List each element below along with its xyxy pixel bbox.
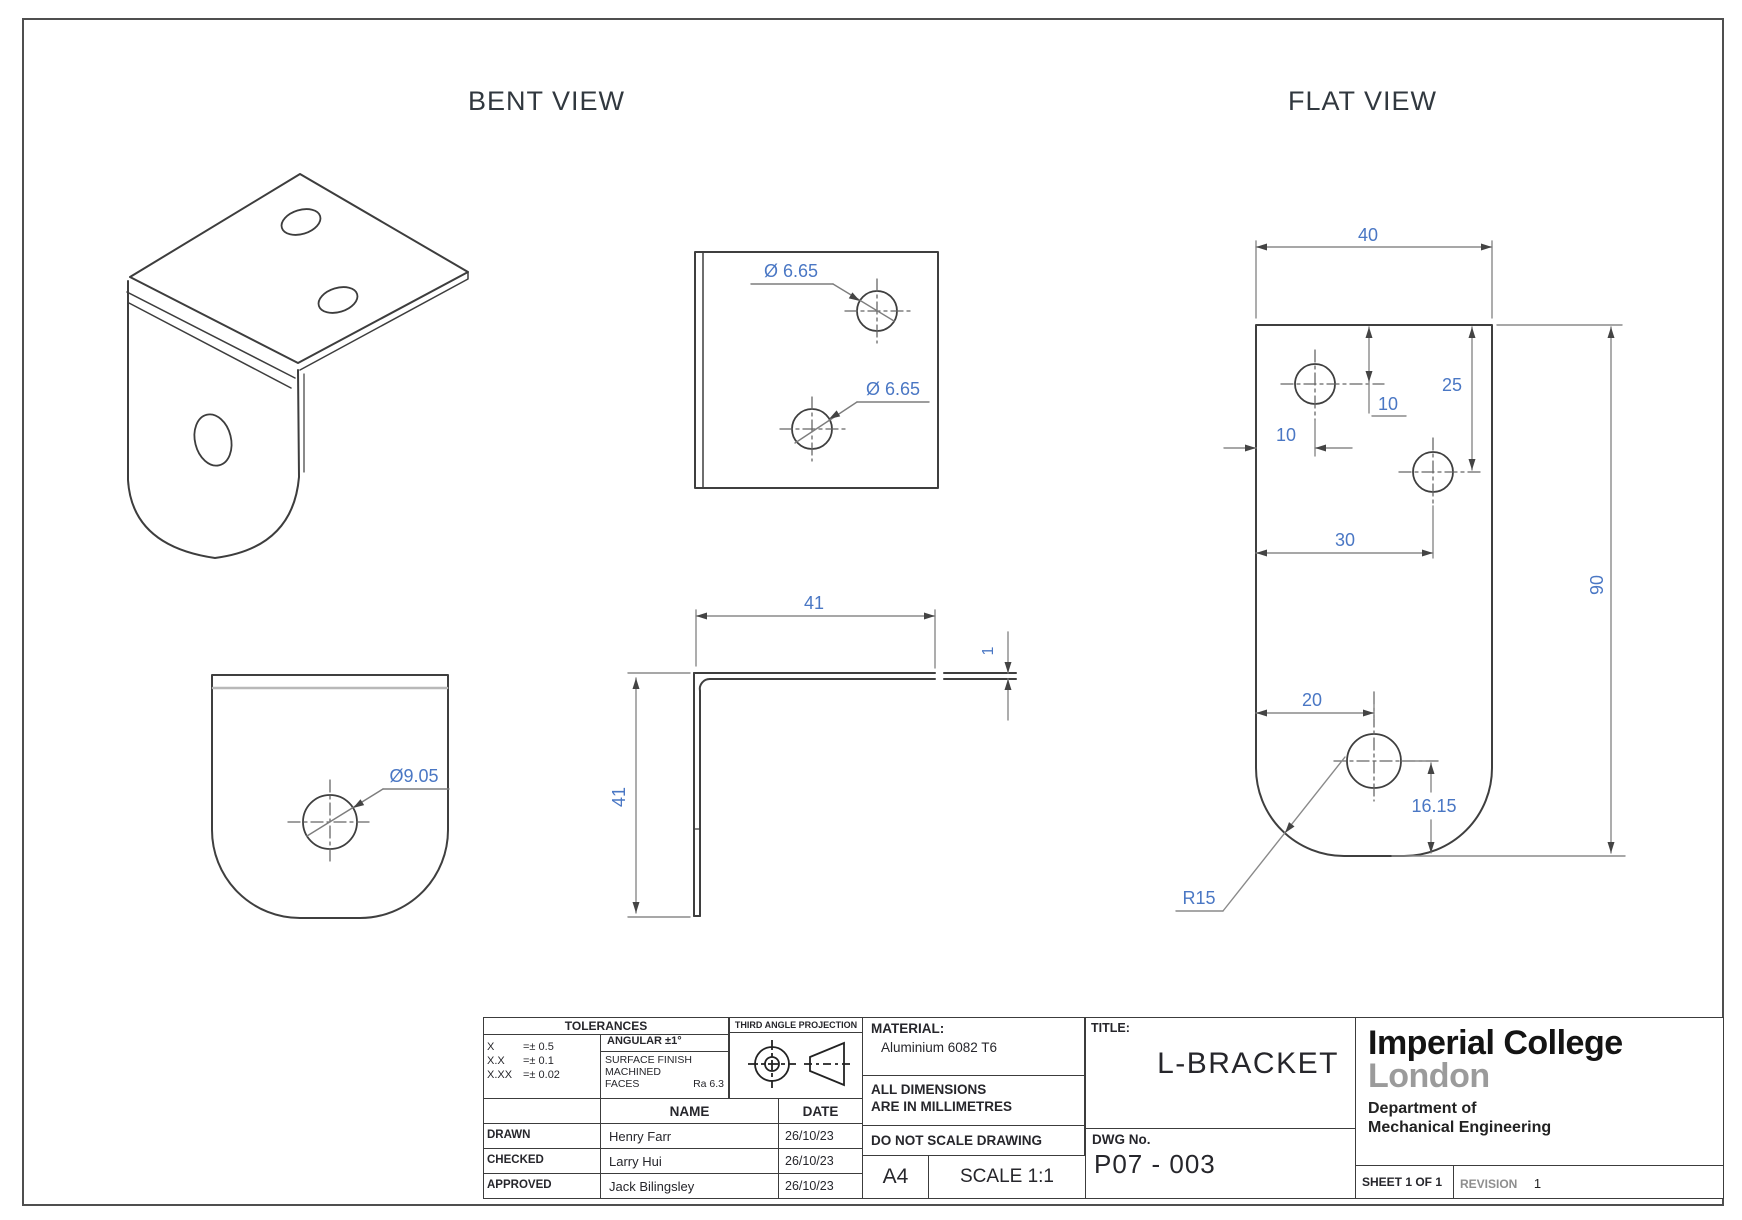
material-cell: MATERIAL: Aluminium 6082 T6 xyxy=(862,1017,1085,1076)
tolerances-linear: X=± 0.5 X.X=± 0.1 X.XX=± 0.02 xyxy=(483,1034,601,1099)
dim-profile-height: 41 xyxy=(609,787,629,807)
title-cell: TITLE: L-BRACKET xyxy=(1085,1017,1356,1129)
title-label: TITLE: xyxy=(1091,1021,1130,1035)
units-cell: ALL DIMENSIONS ARE IN MILLIMETRES xyxy=(862,1075,1085,1126)
approval-date: 26/10/23 xyxy=(778,1148,863,1174)
drawing-title: L-BRACKET xyxy=(1157,1047,1339,1080)
dim-profile-width: 41 xyxy=(804,593,824,613)
dwg-cell: DWG No. P07 - 003 xyxy=(1085,1128,1356,1199)
tolerances-angular: ANGULAR ±1° xyxy=(600,1034,729,1052)
org-city: London xyxy=(1368,1057,1490,1095)
approval-name: Larry Hui xyxy=(600,1148,779,1174)
tolerances-header: TOLERANCES xyxy=(483,1017,729,1035)
dim-flange-hole1: Ø 6.65 xyxy=(764,261,818,281)
material-label: MATERIAL: xyxy=(871,1021,945,1036)
dim-front-hole: Ø9.05 xyxy=(389,766,438,786)
org-name: Imperial College xyxy=(1368,1024,1623,1062)
sheet-info-cell: SHEET 1 OF 1 xyxy=(1355,1165,1454,1199)
dimension-arrows xyxy=(353,243,1615,913)
approval-name: Henry Farr xyxy=(600,1123,779,1149)
flange-view xyxy=(694,251,939,489)
name-header: NAME xyxy=(600,1098,779,1124)
dim-hole-c-bottom: 16.15 xyxy=(1411,796,1456,816)
dwg-number: P07 - 003 xyxy=(1094,1149,1216,1179)
approval-date: 26/10/23 xyxy=(778,1123,863,1149)
dim-hole-b-top: 25 xyxy=(1442,375,1462,395)
organisation-cell: Imperial College London Department of Me… xyxy=(1355,1017,1724,1166)
approval-role: CHECKED xyxy=(483,1148,601,1174)
dim-hole-a-left: 10 xyxy=(1276,425,1296,445)
tolerances-surface: SURFACE FINISH MACHINED FACES Ra 6.3 xyxy=(600,1051,729,1099)
iso-front-hole xyxy=(193,413,233,467)
paper-size-cell: A4 xyxy=(862,1155,929,1199)
projection-header: THIRD ANGLE PROJECTION xyxy=(730,1018,862,1033)
dim-thickness: 1 xyxy=(980,646,997,655)
approval-name: Jack Bilingsley xyxy=(600,1173,779,1199)
iso-top-hole-1 xyxy=(280,208,322,236)
date-header: DATE xyxy=(778,1098,863,1124)
dimension-labels: Ø 6.65 Ø 6.65 Ø9.05 41 41 1 40 10 25 10 … xyxy=(389,225,1607,908)
dim-hole-b-left: 30 xyxy=(1335,530,1355,550)
approval-role: APPROVED xyxy=(483,1173,601,1199)
front-view xyxy=(211,674,450,919)
approval-role: DRAWN xyxy=(483,1123,601,1149)
profile-view xyxy=(627,609,1017,918)
revision-value: 1 xyxy=(1533,1176,1542,1191)
flat-view xyxy=(1175,240,1626,912)
scale-cell: SCALE 1:1 xyxy=(928,1155,1086,1199)
dim-hole-c-left: 20 xyxy=(1302,690,1322,710)
sheet-border xyxy=(22,18,1724,1206)
scale-note-cell: DO NOT SCALE DRAWING xyxy=(862,1125,1085,1156)
iso-top-hole-2 xyxy=(317,286,359,314)
dwg-label: DWG No. xyxy=(1092,1132,1151,1147)
isometric-view xyxy=(126,173,469,559)
approval-date: 26/10/23 xyxy=(778,1173,863,1199)
third-angle-projection-icon xyxy=(748,1040,852,1088)
material-value: Aluminium 6082 T6 xyxy=(881,1040,998,1055)
dim-hole-a-top: 10 xyxy=(1378,394,1398,414)
dim-flange-hole2: Ø 6.65 xyxy=(866,379,920,399)
approvals-blank-cell xyxy=(483,1098,601,1124)
dim-corner-radius: R15 xyxy=(1182,888,1215,908)
projection-cell: THIRD ANGLE PROJECTION xyxy=(729,1017,863,1099)
dim-flat-height: 90 xyxy=(1587,575,1607,595)
revision-label: REVISION xyxy=(1460,1177,1518,1191)
bent-view-title: BENT VIEW xyxy=(468,86,626,116)
revision-cell: REVISION 1 xyxy=(1453,1165,1724,1199)
dim-flat-width: 40 xyxy=(1358,225,1378,245)
flat-view-title: FLAT VIEW xyxy=(1288,86,1438,116)
